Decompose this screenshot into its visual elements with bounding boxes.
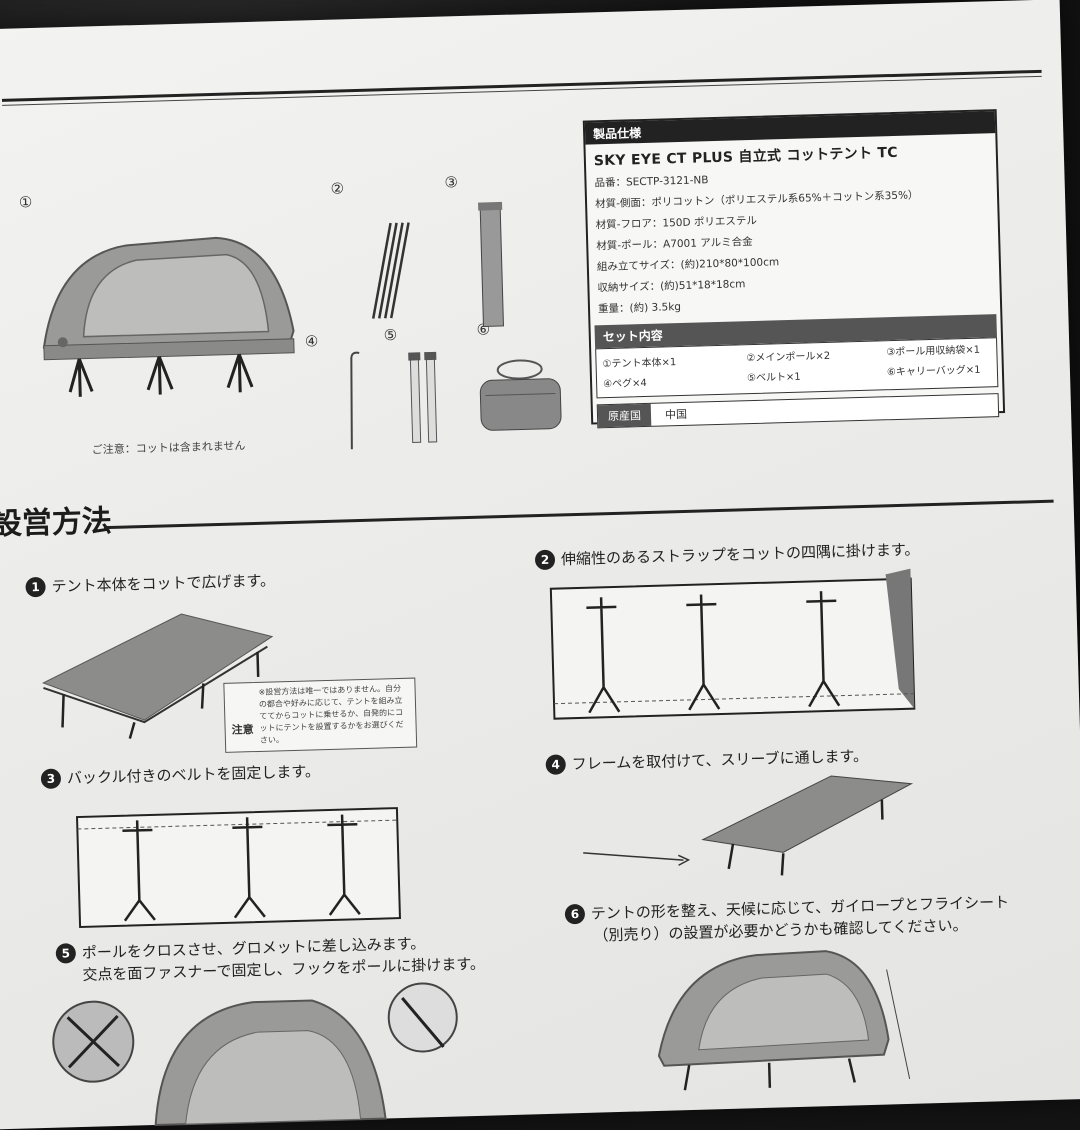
parts-caption: ご注意：コットは含まれません	[91, 439, 246, 457]
step-3-illustration	[75, 807, 401, 929]
carry-bag-illustration	[479, 359, 562, 431]
setup-note: 注意 ※設営方法は唯一ではありません。自分の都合や好みに応じて、テントを組み立て…	[223, 677, 418, 753]
part-label-4: ④	[304, 332, 319, 351]
set-item: ③ポール用収納袋×1	[886, 344, 981, 359]
set-item: ②メインポール×2	[746, 350, 831, 365]
belt-illustration	[408, 351, 438, 444]
main-pole-illustration	[371, 222, 410, 319]
set-item: ⑥キャリーバッグ×1	[886, 364, 981, 379]
step-6-illustration	[657, 950, 911, 1091]
top-rule-thin	[2, 75, 1042, 106]
origin-label: 原産国	[597, 403, 652, 428]
step-5-illustration	[52, 982, 458, 1126]
set-item: ①テント本体×1	[602, 357, 677, 371]
top-rule	[1, 69, 1042, 102]
note-label: 注意	[231, 723, 254, 737]
origin-row: 原産国 中国	[596, 393, 1000, 429]
part-label-5: ⑤	[383, 325, 398, 345]
section-rule	[103, 499, 1054, 530]
set-item: ⑤ベルト×1	[746, 371, 801, 385]
step-2-illustration	[549, 568, 916, 720]
step-4-illustration	[583, 775, 914, 876]
setup-section-title: 設営方法	[0, 503, 113, 543]
part-label-2: ②	[330, 179, 345, 198]
set-item: ④ペグ×4	[603, 377, 648, 391]
origin-value: 中国	[664, 407, 688, 422]
set-contents-list: ①テント本体×1 ②メインポール×2 ③ポール用収納袋×1 ④ペグ×4 ⑤ベルト…	[595, 337, 999, 399]
part-label-1: ①	[18, 193, 33, 212]
peg-illustration	[350, 351, 360, 450]
note-text: ※設営方法は唯一ではありません。自分の都合や好みに応じて、テントを組み立ててから…	[258, 683, 404, 745]
pole-bag-illustration	[478, 201, 504, 328]
spec-box: 製品仕様 SKY EYE CT PLUS 自立式 コットテント TC 品番：SE…	[582, 109, 1006, 429]
step-1-illustration	[42, 613, 274, 739]
part-label-3: ③	[444, 173, 459, 192]
tent-illustration	[42, 236, 295, 397]
